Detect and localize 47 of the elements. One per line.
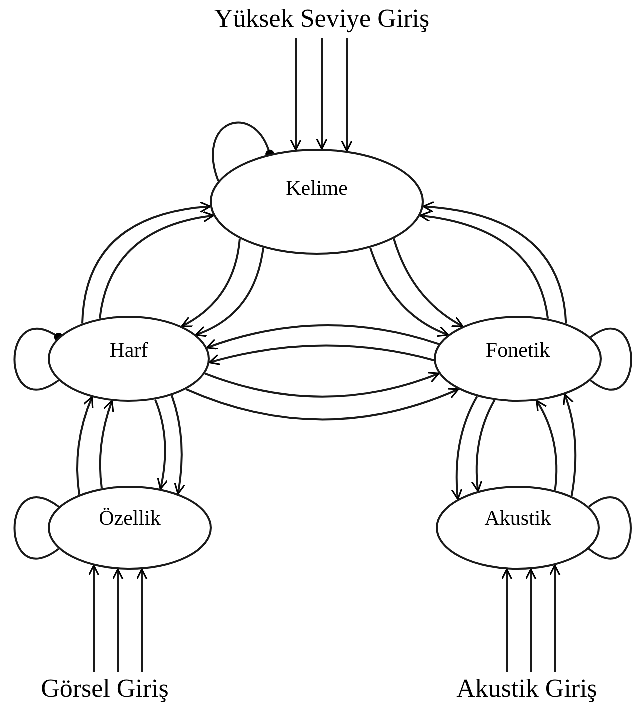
self-loop — [212, 122, 275, 182]
arrow — [290, 38, 302, 151]
arrow — [393, 238, 464, 328]
arrow — [316, 38, 328, 150]
ellipse-node — [436, 486, 600, 570]
input-label: Görsel Giriş — [15, 672, 195, 708]
arrow — [420, 211, 550, 320]
arrow — [82, 202, 212, 324]
input-label: Yüksek Seviye Giriş — [192, 2, 452, 38]
arrow — [186, 388, 460, 421]
arrow — [112, 568, 124, 672]
arrow — [501, 568, 513, 672]
arrow — [451, 396, 478, 500]
node-label: Kelime — [286, 176, 348, 200]
arrow — [422, 202, 568, 324]
arrow — [206, 324, 440, 350]
arrow — [170, 395, 186, 495]
ellipse-node — [434, 316, 602, 402]
arrow — [88, 564, 100, 672]
node-label: Harf — [110, 338, 148, 362]
ellipse-node — [48, 316, 210, 402]
arrow — [195, 248, 264, 337]
ellipse-node — [210, 149, 424, 255]
arrow — [136, 568, 148, 672]
arrow — [76, 396, 94, 496]
ellipse-node — [48, 486, 212, 570]
self-loop — [14, 328, 64, 391]
arrow — [341, 38, 353, 152]
arrow — [99, 212, 214, 320]
arrow — [99, 400, 114, 489]
arrow — [562, 394, 577, 496]
self-loop — [14, 496, 60, 560]
node-label: Özellik — [99, 506, 161, 530]
arrow — [370, 248, 450, 337]
arrow — [471, 400, 496, 492]
self-loop — [588, 496, 632, 560]
arrow — [181, 238, 241, 328]
arrow — [208, 344, 434, 366]
arrow — [525, 568, 537, 672]
arrow — [536, 400, 558, 491]
arrow — [549, 564, 561, 672]
arrow — [204, 372, 440, 398]
node-label: Akustik — [484, 506, 552, 530]
arrow — [154, 399, 168, 490]
input-label: Akustik Giriş — [427, 672, 627, 708]
self-loop — [590, 328, 632, 391]
node-label: Fonetik — [486, 338, 550, 362]
